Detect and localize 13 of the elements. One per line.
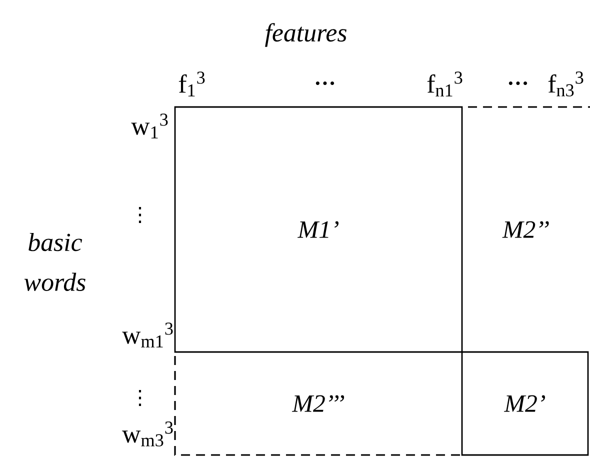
axis-label: basic words <box>24 232 86 292</box>
ellipsis: ⋮ <box>138 390 142 406</box>
title: features <box>265 23 346 47</box>
matrix-block: M2’ <box>461 351 589 456</box>
ellipsis: ··· <box>508 81 528 86</box>
matrix-block: M2’’’ <box>174 356 462 456</box>
ellipsis: ⋮ <box>138 206 142 224</box>
index-label: w$_{m1}$3 <box>122 322 173 348</box>
matrix-block: M2’’ <box>468 106 590 238</box>
index-label: f$_{n1}$3 <box>427 72 462 96</box>
ellipsis: ··· <box>316 81 334 86</box>
index-label: w$_{m3}$3 <box>122 422 173 446</box>
matrix-block: M1’ <box>174 106 463 353</box>
